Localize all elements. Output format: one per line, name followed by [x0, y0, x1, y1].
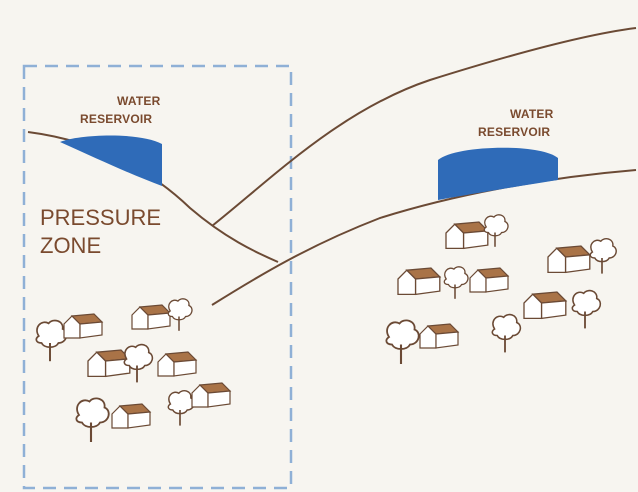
house-icon	[446, 222, 488, 248]
house-icon	[112, 404, 150, 428]
house-icon	[64, 314, 102, 338]
houses-in-zone	[36, 299, 230, 442]
house-icon	[524, 292, 566, 318]
houses-outside-zone	[386, 215, 616, 364]
tree-icon	[124, 345, 152, 383]
reservoir-right-label-line1: WATER	[510, 107, 554, 121]
pressure-zone-label-line2: ZONE	[40, 233, 101, 258]
house-icon	[420, 324, 458, 348]
tree-icon	[386, 320, 418, 364]
house-icon	[470, 268, 508, 292]
tree-icon	[444, 267, 468, 299]
reservoir-right-label-line2: RESERVOIR	[478, 125, 550, 139]
tree-icon	[168, 391, 194, 426]
house-icon	[192, 383, 230, 407]
reservoir-left-label-line2: RESERVOIR	[80, 112, 152, 126]
tree-icon	[572, 291, 600, 329]
house-icon	[398, 268, 440, 294]
reservoir-icon	[438, 148, 558, 200]
pressure-zone-label-line1: PRESSURE	[40, 205, 161, 230]
tree-icon	[492, 315, 520, 353]
reservoir-icon	[60, 136, 162, 187]
upper-ridge-line	[212, 28, 636, 226]
pressure-zone-boundary	[24, 66, 291, 488]
tree-icon	[76, 398, 108, 442]
house-icon	[548, 246, 590, 272]
house-icon	[158, 352, 196, 376]
tree-icon	[168, 299, 192, 331]
reservoir-left-label-line1: WATER	[117, 94, 161, 108]
house-icon	[88, 350, 130, 376]
tree-icon	[590, 239, 616, 274]
house-icon	[132, 305, 170, 329]
tree-icon	[36, 320, 66, 361]
